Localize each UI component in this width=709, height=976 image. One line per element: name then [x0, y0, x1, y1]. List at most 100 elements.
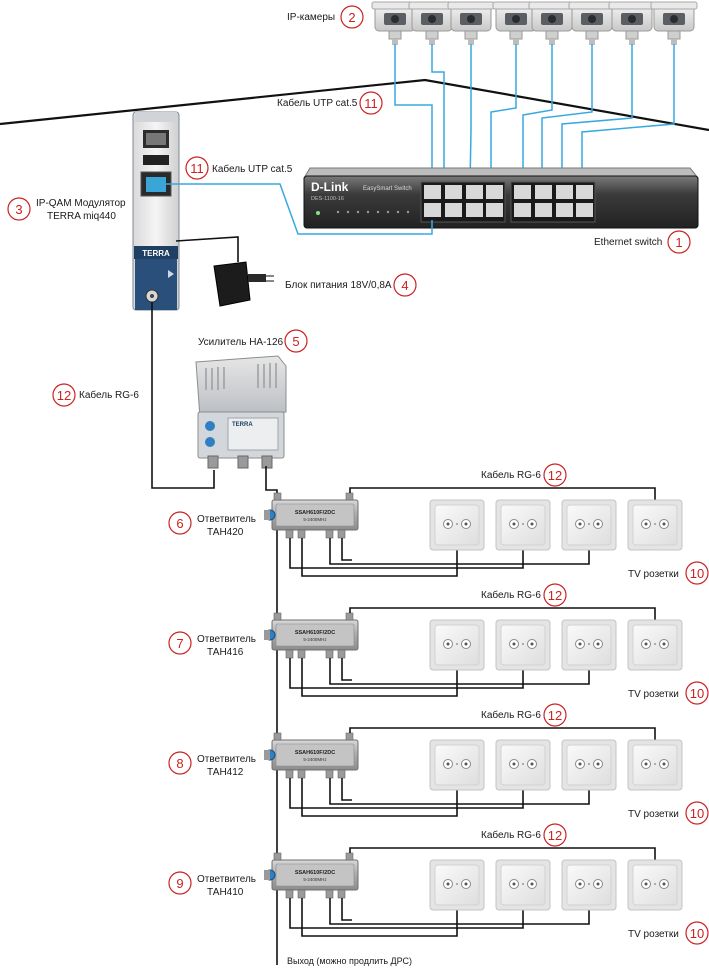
- switch-port-bank-right: [510, 181, 596, 223]
- tv-sockets-label: TV розетки: [628, 689, 679, 700]
- badge-ring: [52, 383, 76, 407]
- utp-cable: [561, 44, 633, 185]
- rg6-cable-label: Кабель RG-6: [481, 709, 541, 721]
- switch-series: EasySmart Switch: [363, 186, 412, 192]
- amp-brand: TERRA: [232, 422, 253, 428]
- tv-socket: [561, 499, 617, 551]
- badge-ring: [543, 823, 567, 847]
- rg6-cable-label: Кабель RG-6: [481, 829, 541, 841]
- badge-ring: [168, 751, 192, 775]
- badge-rg6: 12: [548, 708, 562, 723]
- building-roof-line: [0, 78, 709, 132]
- utp-top-label: Кабель UTP cat.5: [277, 97, 358, 109]
- badge-ring: [543, 703, 567, 727]
- badge-rg6: 12: [548, 588, 562, 603]
- badge-splitter: 6: [176, 516, 183, 531]
- badge-ring: [685, 801, 709, 825]
- output-label: Выход (можно продлить ДРС): [287, 956, 412, 966]
- splitter-band: 5-2400MHz: [303, 637, 327, 642]
- splitter-label-line1: Ответвитель: [197, 514, 256, 525]
- ip-camera: [568, 1, 616, 46]
- badge-sockets: 10: [690, 806, 704, 821]
- badge-ring: [359, 91, 383, 115]
- splitter-band: 5-2400MHz: [303, 877, 327, 882]
- badge-utp-top: 11: [364, 96, 378, 111]
- tv-socket: [561, 739, 617, 791]
- switch-label: Ethernet switch: [594, 237, 662, 248]
- power-label: Блок питания 18V/0,8А: [285, 280, 392, 291]
- badge-ring: [168, 511, 192, 535]
- badge-amp: 5: [292, 334, 299, 349]
- rg6-socket-cable: [349, 727, 656, 742]
- badge-switch: 1: [675, 235, 682, 250]
- tv-socket: [627, 499, 683, 551]
- splitter-label-line1: Ответвитель: [197, 634, 256, 645]
- power-cable: [175, 236, 239, 262]
- badge-sockets: 10: [690, 566, 704, 581]
- rg6-socket-cable: [289, 898, 524, 929]
- splitter-model: SSAH610F/2DC: [295, 870, 335, 876]
- badge-rg6: 12: [548, 468, 562, 483]
- tv-socket: [429, 499, 485, 551]
- tv-socket: [495, 859, 551, 911]
- utp-cable: [490, 44, 517, 185]
- splitter-label-line2: ТАН410: [207, 887, 244, 898]
- ip-camera: [608, 1, 656, 46]
- tv-sockets-label: TV розетки: [628, 929, 679, 940]
- splitter-model: SSAH610F/2DC: [295, 630, 335, 636]
- rg6-socket-cable: [349, 487, 656, 502]
- badge-ring: [685, 561, 709, 585]
- switch-port-bank-left: [420, 181, 506, 223]
- badge-modulator: 3: [15, 202, 22, 217]
- rg6-socket-cable: [341, 898, 352, 921]
- badge-cameras: 2: [348, 10, 355, 25]
- rg6-socket-cable: [341, 658, 352, 681]
- rg6-cable-label: Кабель RG-6: [481, 469, 541, 481]
- badge-ring: [685, 681, 709, 705]
- tv-socket: [561, 859, 617, 911]
- rg6-socket-cable: [329, 658, 590, 685]
- tv-socket: [561, 619, 617, 671]
- rg6-socket-cable: [289, 778, 524, 809]
- ip-cameras-label: IP-камеры: [287, 12, 335, 23]
- badge-ring: [7, 197, 31, 221]
- tv-socket: [429, 619, 485, 671]
- badge-sockets: 10: [690, 926, 704, 941]
- tv-socket: [627, 739, 683, 791]
- utp-cable: [581, 44, 675, 185]
- ip-qam-modulator: TERRA: [132, 111, 180, 311]
- utp-cable: [394, 44, 433, 185]
- ip-cameras-group: [371, 1, 698, 46]
- utp-cable: [522, 44, 553, 185]
- modulator-brand: TERRA: [142, 249, 170, 258]
- utp-cable-modulator: [162, 183, 433, 235]
- rg6-socket-cable: [341, 538, 352, 561]
- splitter-label-line1: Ответвитель: [197, 754, 256, 765]
- amp-label: Усилитель HA-126: [198, 337, 284, 348]
- badge-ring: [667, 230, 691, 254]
- badge-ring: [185, 156, 209, 180]
- rg6-socket-cable: [341, 778, 352, 801]
- ethernet-switch: D-Link EasySmart Switch DES-1100-16: [303, 167, 700, 229]
- rg6-socket-cable: [329, 898, 590, 925]
- badge-sockets: 10: [690, 686, 704, 701]
- amplifier: TERRA: [195, 355, 287, 469]
- utp-cable: [469, 44, 472, 186]
- tv-socket: [627, 619, 683, 671]
- splitter-label-line1: Ответвитель: [197, 874, 256, 885]
- ip-camera: [650, 1, 698, 46]
- modulator-label-line1: IP-QAM Модулятор: [36, 198, 126, 209]
- badge-splitter: 8: [176, 756, 183, 771]
- badge-ring: [685, 921, 709, 945]
- badge-splitter: 9: [176, 876, 183, 891]
- tv-sockets-label: TV розетки: [628, 569, 679, 580]
- splitter-model: SSAH610F/2DC: [295, 750, 335, 756]
- rg6-socket-cable: [349, 847, 656, 862]
- ip-camera: [447, 1, 495, 46]
- ip-camera: [528, 1, 576, 46]
- tv-socket: [627, 859, 683, 911]
